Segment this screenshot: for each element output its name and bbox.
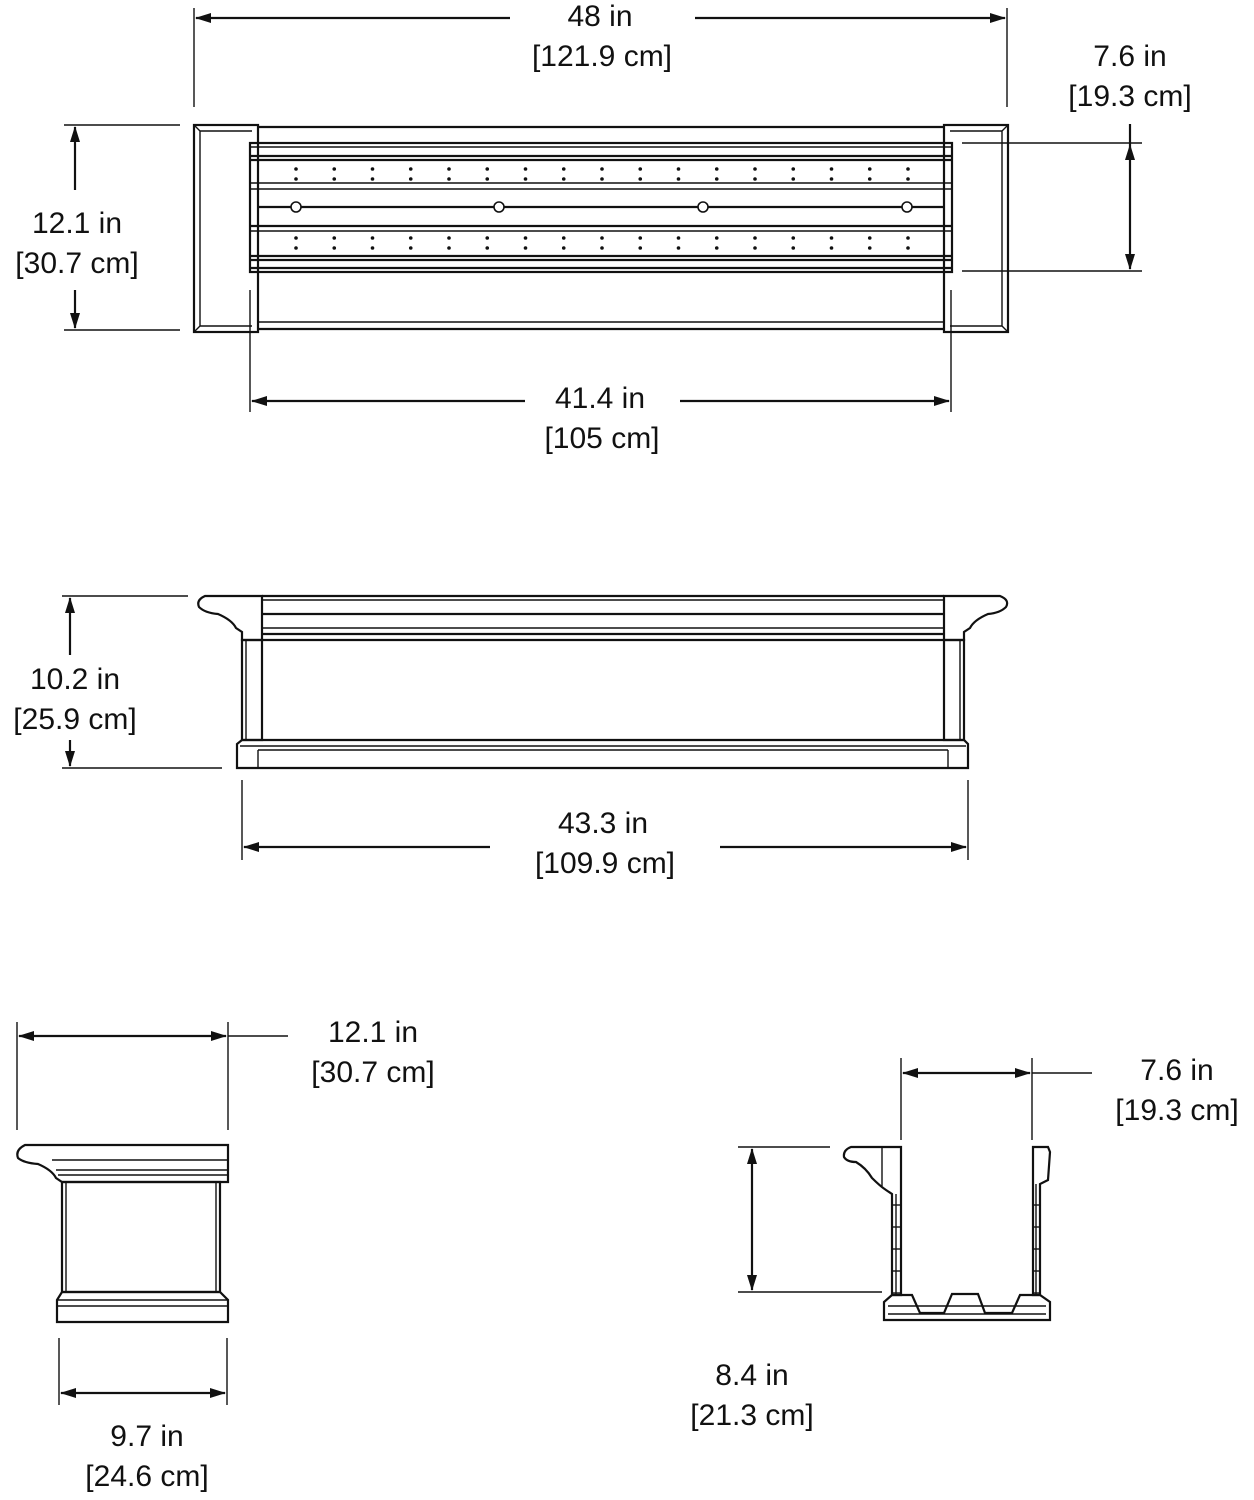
drain-dot — [523, 167, 528, 171]
drain-dot — [753, 246, 757, 250]
front-height-in: 10.2 in — [30, 663, 120, 696]
drain-dot — [676, 236, 681, 240]
drain-dot — [561, 177, 566, 181]
drain-dot — [561, 246, 566, 250]
drain-dot — [523, 177, 528, 181]
overall-width-cm: [30.7 cm] — [15, 247, 138, 280]
drain-dot — [332, 167, 337, 171]
drain-dot — [676, 167, 681, 171]
drain-dot — [638, 167, 643, 171]
drain-dot — [676, 177, 681, 181]
overall-width-in: 12.1 in — [32, 207, 122, 240]
drain-dot — [829, 236, 834, 240]
section-width-cm: [19.3 cm] — [1115, 1094, 1238, 1127]
side-view: 12.1 in [30.7 cm] 9.7 in [24.6 cm] — [16, 1016, 435, 1493]
drain-dot — [408, 177, 413, 181]
drain-dot — [791, 246, 796, 250]
drain-dot — [829, 167, 834, 171]
drain-dot — [829, 246, 834, 250]
inner-length-cm: [105 cm] — [544, 422, 659, 455]
drain-dot — [370, 177, 375, 181]
side-top-width-in: 12.1 in — [328, 1016, 418, 1049]
drain-dot — [294, 236, 298, 240]
drain-dot — [447, 167, 451, 171]
drain-dot — [867, 167, 872, 171]
drain-dot — [294, 177, 298, 181]
section-depth-in: 8.4 in — [715, 1359, 788, 1392]
drain-dot — [332, 236, 337, 240]
front-height-cm: [25.9 cm] — [13, 703, 136, 736]
drain-dot — [447, 236, 451, 240]
inner-width-in: 7.6 in — [1093, 40, 1166, 73]
drain-dot — [867, 236, 872, 240]
mounting-hole — [697, 201, 709, 213]
drain-dot — [753, 177, 757, 181]
drain-dot — [294, 246, 298, 250]
drain-dot — [714, 246, 719, 250]
drain-dot — [408, 246, 413, 250]
drain-dot — [829, 177, 834, 181]
drain-dot — [447, 246, 451, 250]
base-length-in: 43.3 in — [558, 807, 648, 840]
drain-dot — [714, 236, 719, 240]
drain-dot — [294, 167, 298, 171]
drain-dot — [485, 177, 490, 181]
drain-dot — [600, 167, 604, 171]
section-view: 7.6 in [19.3 cm] 8.4 in [21.3 cm] — [690, 1054, 1238, 1432]
drain-dot — [791, 236, 796, 240]
drain-dot — [370, 236, 375, 240]
overall-length-in: 48 in — [567, 0, 632, 33]
drain-dot — [753, 167, 757, 171]
inner-length-in: 41.4 in — [555, 382, 645, 415]
mounting-hole — [493, 201, 505, 213]
drain-dot — [600, 246, 604, 250]
drain-dot — [523, 236, 528, 240]
drain-dot — [753, 236, 757, 240]
drain-dot — [485, 246, 490, 250]
section-width-in: 7.6 in — [1140, 1054, 1213, 1087]
drain-dot — [408, 167, 413, 171]
drain-dot — [523, 246, 528, 250]
drain-dot — [906, 177, 910, 181]
drain-dot — [906, 167, 910, 171]
drain-dot — [447, 177, 451, 181]
top-view: 48 in [121.9 cm] 7.6 in [19.3 cm] 12.1 i… — [15, 0, 1191, 455]
drain-dot — [370, 167, 375, 171]
drain-dot — [561, 236, 566, 240]
drain-dot — [638, 246, 643, 250]
overall-length-cm: [121.9 cm] — [532, 40, 672, 73]
drain-dot — [408, 236, 413, 240]
front-view: 10.2 in [25.9 cm] 43.3 in [109.9 cm] — [13, 594, 1009, 880]
side-top-width-cm: [30.7 cm] — [311, 1056, 434, 1089]
drain-dot — [370, 246, 375, 250]
drain-dot — [867, 177, 872, 181]
section-depth-cm: [21.3 cm] — [690, 1399, 813, 1432]
drain-dot — [485, 167, 490, 171]
side-base-width-in: 9.7 in — [110, 1420, 183, 1453]
drain-dot — [714, 167, 719, 171]
mounting-hole — [290, 201, 302, 213]
drain-dot — [906, 236, 910, 240]
drain-dot — [676, 246, 681, 250]
drain-dot — [638, 236, 643, 240]
drain-dot — [332, 246, 337, 250]
drain-dot — [600, 236, 604, 240]
drain-dot — [600, 177, 604, 181]
base-length-cm: [109.9 cm] — [535, 847, 675, 880]
drain-dot — [791, 177, 796, 181]
drain-dot — [906, 246, 910, 250]
drain-dot — [867, 246, 872, 250]
drain-dot — [332, 177, 337, 181]
drain-dot — [714, 177, 719, 181]
drain-dot — [791, 167, 796, 171]
inner-width-cm: [19.3 cm] — [1068, 80, 1191, 113]
top-view-outline — [192, 123, 1010, 334]
drain-dot — [561, 167, 566, 171]
mounting-hole — [901, 201, 913, 213]
drain-dot — [638, 177, 643, 181]
side-base-width-cm: [24.6 cm] — [85, 1460, 208, 1493]
drain-dot — [485, 236, 490, 240]
